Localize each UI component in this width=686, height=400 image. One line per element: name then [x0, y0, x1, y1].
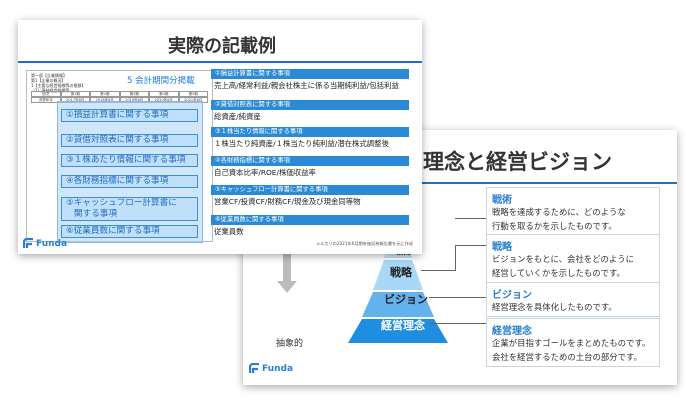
connector-philosophy	[429, 323, 486, 324]
table-cell: 第5期	[178, 91, 208, 97]
info-block-text: 営業CF/投資CF/財務CF/現金及び現金同等物	[214, 197, 361, 206]
info-block-heading: ①損益計算書に関する事項	[211, 69, 409, 79]
connector-vision	[429, 297, 486, 298]
box-text-line: 経営理念を具体化したものです。	[492, 302, 617, 312]
doc-header: 第一部【企業情報】 第1【企業の概況】 1【主要な経営指標等の推移】 （1）連結…	[31, 73, 86, 93]
box-text-line: 企業が目指すゴールをまとめたものです。	[492, 338, 651, 348]
slide-title: 理念と経営ビジョン	[423, 150, 612, 174]
pyramid-tier-vision	[362, 292, 434, 317]
connector-strategy-h	[455, 245, 486, 246]
table-cell: 第4期	[149, 91, 179, 97]
connector-strategy-v	[455, 245, 456, 271]
doc-item-employees: ⑥従業員数に関する事項	[61, 225, 198, 238]
pyramid-label-vision: ビジョン	[384, 293, 428, 306]
box-tactics: 戦術 戦略を達成するために、どのような 行動を取るかを示したものです。	[486, 187, 660, 236]
info-block-text: 従業員数	[214, 227, 244, 236]
box-strategy: 戦略 ビジョンをもとに、会社をどのように 経営していくかを示したものです。	[486, 234, 660, 283]
box-heading: 経営理念	[492, 326, 532, 337]
box-text-line: 行動を取るかを示したものです。	[492, 221, 617, 231]
doc-item-income: ①損益計算書に関する事項	[61, 109, 198, 122]
info-block-heading: ③１株当たり情報に関する事項	[211, 127, 409, 137]
info-block-per-share: ③１株当たり情報に関する事項 １株当たり純資産/１株当たり純利益/潜在株式調整後	[211, 127, 409, 150]
info-block-heading: ⑤キャッシュフロー計算書に関する事項	[211, 185, 409, 195]
info-block-text: 総資産/純資産	[214, 112, 261, 121]
box-heading: 戦術	[492, 195, 512, 206]
funda-logo-text: Funda	[36, 238, 68, 249]
abstract-label: 抽象的	[276, 339, 304, 349]
doc-header-line: 第1【企業の概況】	[31, 78, 66, 83]
title-rule	[401, 182, 677, 184]
info-block-text: １株当たり純資産/１株当たり純利益/潜在株式調整後	[214, 139, 389, 148]
box-text-line: 会社を経営するための土台の部分です。	[492, 352, 642, 362]
table-cell: 第1期	[60, 91, 90, 97]
doc-item-balance: ②貸借対照表に関する事項	[61, 134, 198, 147]
abstraction-arrow-head-icon	[277, 281, 297, 293]
info-block-heading: ⑥従業員数に関する事項	[211, 215, 409, 225]
pyramid-tier-strategy	[373, 260, 423, 290]
box-vision: ビジョン 経営理念を具体化したものです。	[486, 282, 660, 317]
box-text-line: 経営していくかを示したものです。	[492, 268, 625, 278]
funda-logo-icon	[249, 363, 259, 373]
slide-example: 実際の記載例 第一部【企業情報】 第1【企業の概況】 1【主要な経営指標等の推移…	[18, 20, 422, 254]
table-cell: 決算年月	[31, 97, 61, 103]
funda-logo: Funda	[23, 238, 67, 249]
report-document: 第一部【企業情報】 第1【企業の概況】 1【主要な経営指標等の推移】 （1）連結…	[26, 70, 213, 243]
doc-header-line: 1【主要な経営指標等の推移】	[31, 83, 86, 88]
box-text-line: 戦略を達成するために、どのような	[492, 207, 626, 217]
info-block-text: 自己資本比率/ROE/株価収益率	[214, 168, 316, 177]
info-block-heading: ②貸借対照表に関する事項	[211, 100, 409, 110]
doc-item-cashflow: ⑤キャッシュフロー計算書に 関する事項	[61, 197, 198, 221]
box-text-line: ビジョンをもとに、会社をどのように	[492, 254, 634, 264]
slide-vision: 理念と経営ビジョン 戦術 戦略 ビジョン 経営理念 戦術 戦略を達成するために、…	[243, 130, 677, 385]
box-heading: ビジョン	[492, 290, 532, 301]
table-cell: 第3期	[119, 91, 149, 97]
table-row: 回次 第1期 第2期 第3期 第4期 第5期	[31, 91, 208, 97]
slide-title: 実際の記載例	[168, 36, 276, 57]
box-philosophy: 経営理念 企業が目指すゴールをまとめたものです。 会社を経営するための土台の部分…	[486, 318, 660, 367]
pyramid-tier-philosophy	[348, 319, 448, 343]
info-block-text: 売上高/経常利益/親会社株主に係る当期純利益/包括利益	[214, 81, 399, 90]
five-periods-tag: 5 会計期間分掲載	[127, 74, 195, 86]
pyramid-graphic	[348, 250, 448, 343]
pyramid-label-strategy: 戦略	[390, 266, 412, 279]
table-cell: 回次	[31, 91, 61, 97]
info-block-ratios: ④各財務指標に関する事項 自己資本比率/ROE/株価収益率	[211, 156, 409, 179]
title-rule	[18, 61, 422, 63]
connector-strategy	[421, 270, 455, 271]
info-block-balance: ②貸借対照表に関する事項 総資産/純資産	[211, 100, 409, 123]
pyramid-label-philosophy: 経営理念	[381, 319, 425, 332]
doc-header-line: 第一部【企業情報】	[31, 73, 67, 78]
info-block-employees: ⑥従業員数に関する事項 従業員数	[211, 215, 409, 238]
table-cell: 第2期	[90, 91, 120, 97]
doc-item-per-share: ③１株あたり情報に関する事項	[61, 154, 198, 167]
source-note: メルカリの2021年6月期有価証券報告書を元に作成	[316, 241, 413, 246]
funda-logo-text: Funda	[262, 363, 294, 374]
doc-highlight-overlay	[57, 101, 203, 243]
doc-item-ratios: ④各財務指標に関する事項	[61, 175, 198, 188]
funda-logo: Funda	[249, 363, 293, 374]
info-block-income: ①損益計算書に関する事項 売上高/経常利益/親会社株主に係る当期純利益/包括利益	[211, 69, 409, 92]
doc-header-line: （1）連結経営指標等	[31, 88, 70, 93]
info-block-cashflow: ⑤キャッシュフロー計算書に関する事項 営業CF/投資CF/財務CF/現金及び現金…	[211, 185, 409, 208]
info-block-heading: ④各財務指標に関する事項	[211, 156, 409, 166]
box-heading: 戦略	[492, 242, 512, 253]
funda-logo-icon	[23, 238, 33, 248]
doc-item-cashflow-line2: 関する事項	[74, 209, 117, 219]
connector-tactics	[455, 218, 486, 219]
doc-item-cashflow-line1: ⑤キャッシュフロー計算書に	[66, 198, 177, 208]
